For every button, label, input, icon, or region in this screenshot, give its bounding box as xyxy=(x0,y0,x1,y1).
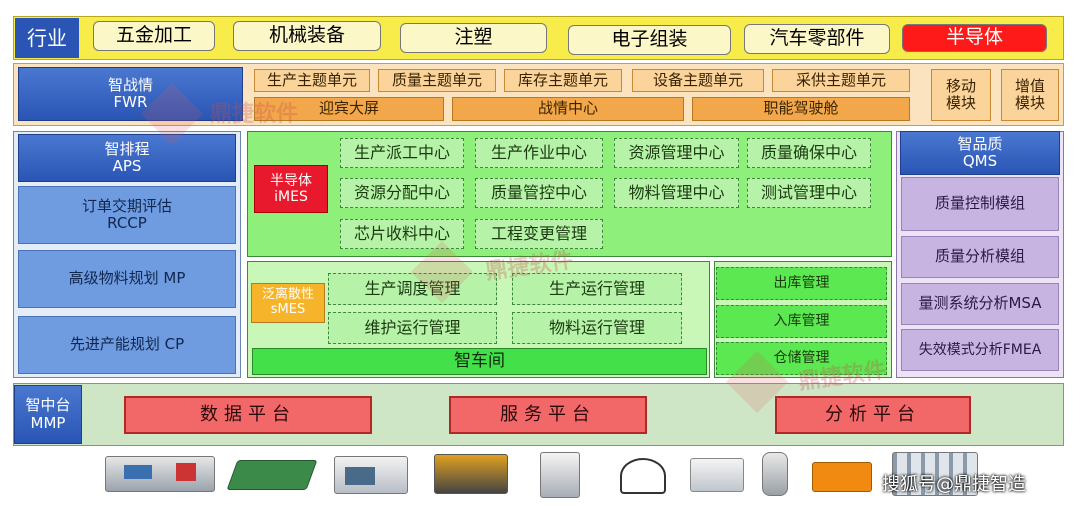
fwr-side-text: 模块 xyxy=(1014,94,1045,112)
fwr-side-text: 移动 xyxy=(945,76,976,95)
fwr-screen[interactable]: 职能驾驶舱 xyxy=(692,97,910,121)
equipment-strip: 搜狐号@鼎捷智造 xyxy=(0,448,1080,506)
mmp-sub: MMP xyxy=(30,413,66,432)
analysis-platform[interactable]: 分析平台 xyxy=(775,396,971,434)
fwr-title: 智战情 xyxy=(107,75,153,94)
fwr-unit[interactable]: 采供主题单元 xyxy=(772,69,910,92)
imes-cell[interactable]: 生产作业中心 xyxy=(475,138,603,168)
cnc-machine-image xyxy=(334,456,408,494)
smes-tag[interactable]: 泛离散性 sMES xyxy=(251,283,325,323)
imes-cell[interactable]: 质量确保中心 xyxy=(747,138,871,168)
industry-item[interactable]: 五金加工 xyxy=(93,21,215,51)
mmp-header[interactable]: 智中台 MMP xyxy=(14,385,82,444)
source-credit: 搜狐号@鼎捷智造 xyxy=(882,474,1026,495)
smes-tag-text: sMES xyxy=(270,302,306,317)
qms-sub: QMS xyxy=(962,152,998,170)
warehouse-shelf-image xyxy=(892,452,978,496)
imes-cell[interactable]: 物料管理中心 xyxy=(614,178,739,208)
imes-cell[interactable]: 生产派工中心 xyxy=(340,138,464,168)
smes-workshop-bar[interactable]: 智车间 xyxy=(252,348,707,375)
data-platform[interactable]: 数据平台 xyxy=(124,396,372,434)
imes-cell[interactable]: 资源分配中心 xyxy=(340,178,464,208)
wms-cell[interactable]: 仓储管理 xyxy=(716,342,887,375)
smes-cell[interactable]: 物料运行管理 xyxy=(512,312,682,344)
service-platform[interactable]: 服务平台 xyxy=(449,396,647,434)
mmp-title: 智中台 xyxy=(25,396,71,415)
industry-label: 行业 xyxy=(15,18,79,58)
imes-tag-text: 半导体 xyxy=(270,172,312,189)
qms-module[interactable]: 质量控制模组 xyxy=(901,177,1059,231)
injection-molding-machine-image xyxy=(105,456,215,492)
aps-title: 智排程 xyxy=(104,139,150,158)
qms-header[interactable]: 智品质 QMS xyxy=(900,131,1060,175)
smes-tag-text: 泛离散性 xyxy=(261,287,314,303)
aps-sub: APS xyxy=(112,157,142,175)
smes-cell[interactable]: 维护运行管理 xyxy=(328,312,497,344)
imes-cell[interactable]: 测试管理中心 xyxy=(747,178,871,208)
fwr-value-module[interactable]: 增值 模块 xyxy=(1001,69,1059,121)
fwr-side-text: 增值 xyxy=(1014,76,1045,95)
aps-header[interactable]: 智排程 APS xyxy=(18,134,236,182)
industry-item-highlight[interactable]: 半导体 xyxy=(902,24,1047,52)
aps-module-text: 订单交期评估 xyxy=(81,196,172,215)
fwr-unit[interactable]: 质量主题单元 xyxy=(378,69,496,92)
industry-item[interactable]: 电子组装 xyxy=(568,25,731,55)
fwr-screen[interactable]: 迎宾大屏 xyxy=(254,97,444,121)
qms-title: 智品质 xyxy=(957,134,1003,153)
delta-robot-image xyxy=(620,458,666,494)
aps-module-mp[interactable]: 高级物料规划 MP xyxy=(18,250,236,308)
imes-cell[interactable]: 工程变更管理 xyxy=(475,219,603,249)
fwr-screen[interactable]: 战情中心 xyxy=(452,97,684,121)
qms-module[interactable]: 量测系统分析MSA xyxy=(901,283,1059,325)
aps-module-rccp[interactable]: 订单交期评估 RCCP xyxy=(18,186,236,244)
qms-module[interactable]: 质量分析模组 xyxy=(901,236,1059,278)
bending-machine-image xyxy=(434,454,508,494)
fwr-side-text: 模块 xyxy=(945,94,976,112)
fwr-mobile-module[interactable]: 移动 模块 xyxy=(931,69,991,121)
imes-cell[interactable]: 芯片收料中心 xyxy=(340,219,464,249)
fwr-unit[interactable]: 设备主题单元 xyxy=(632,69,764,92)
smes-cell[interactable]: 生产运行管理 xyxy=(512,273,682,305)
test-equipment-image xyxy=(690,458,744,492)
qms-module[interactable]: 失效模式分析FMEA xyxy=(901,329,1059,371)
aps-module-cp[interactable]: 先进产能规划 CP xyxy=(18,316,236,374)
wms-cell[interactable]: 入库管理 xyxy=(716,305,887,338)
industry-item[interactable]: 汽车零部件 xyxy=(744,24,890,54)
wms-cell[interactable]: 出库管理 xyxy=(716,267,887,300)
fwr-unit[interactable]: 生产主题单元 xyxy=(254,69,370,92)
imes-cell[interactable]: 质量管控中心 xyxy=(475,178,603,208)
imes-cell[interactable]: 资源管理中心 xyxy=(614,138,739,168)
machining-center-image xyxy=(540,452,580,498)
imes-tag[interactable]: 半导体 iMES xyxy=(254,165,328,213)
circuit-board-image xyxy=(226,460,318,490)
fwr-header[interactable]: 智战情 FWR xyxy=(18,67,243,121)
aps-module-text: RCCP xyxy=(107,214,147,232)
smes-cell[interactable]: 生产调度管理 xyxy=(328,273,497,305)
industry-item[interactable]: 机械装备 xyxy=(233,21,381,51)
fwr-sub: FWR xyxy=(113,93,148,111)
robot-arm-image xyxy=(762,452,788,496)
agv-robot-image xyxy=(812,462,872,492)
fwr-unit[interactable]: 库存主题单元 xyxy=(504,69,622,92)
industry-item[interactable]: 注塑 xyxy=(400,23,547,53)
imes-tag-text: iMES xyxy=(274,189,308,205)
